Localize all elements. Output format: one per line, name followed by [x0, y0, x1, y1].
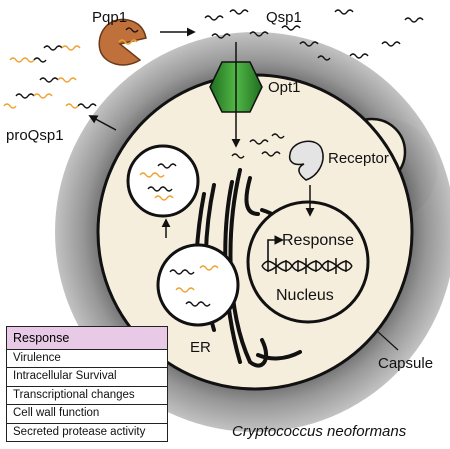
- label-capsule: Capsule: [378, 355, 433, 372]
- qsp1-peptides: [204, 9, 424, 159]
- label-nucleus: Nucleus: [276, 287, 334, 304]
- er-peptides: [169, 265, 219, 307]
- label-species: Cryptococcus neoformans: [232, 423, 407, 440]
- secretion-arrow: [88, 115, 117, 131]
- label-qsp1: Qsp1: [266, 9, 302, 26]
- label-receptor: Receptor: [328, 150, 389, 167]
- proqsp1-peptides: [3, 45, 97, 109]
- response-item: Virulence: [7, 350, 167, 369]
- dna-helix: [261, 258, 353, 274]
- vesicle: [126, 144, 200, 218]
- nucleus: [246, 200, 370, 324]
- label-pqp1: Pqp1: [92, 9, 127, 26]
- label-er: ER: [190, 339, 211, 356]
- response-item: Cell wall function: [7, 405, 167, 424]
- response-table: Response Virulence Intracellular Surviva…: [6, 326, 168, 442]
- pqp1-protease: [98, 18, 147, 66]
- vesicle-peptides: [139, 163, 177, 201]
- label-proqsp1: proQsp1: [6, 127, 64, 144]
- response-table-list: Virulence Intracellular Survival Transcr…: [7, 350, 167, 442]
- response-item: Transcriptional changes: [7, 387, 167, 406]
- transcription-arrow: [267, 235, 284, 262]
- response-table-header: Response: [7, 327, 167, 350]
- response-item: Intracellular Survival: [7, 368, 167, 387]
- label-opt1: Opt1: [268, 79, 301, 96]
- capsule-pointer: [375, 329, 399, 351]
- label-response: Response: [282, 232, 354, 249]
- response-item: Secreted protease activity: [13, 425, 146, 438]
- receptor: [288, 140, 324, 181]
- er-vesicle: [156, 243, 240, 327]
